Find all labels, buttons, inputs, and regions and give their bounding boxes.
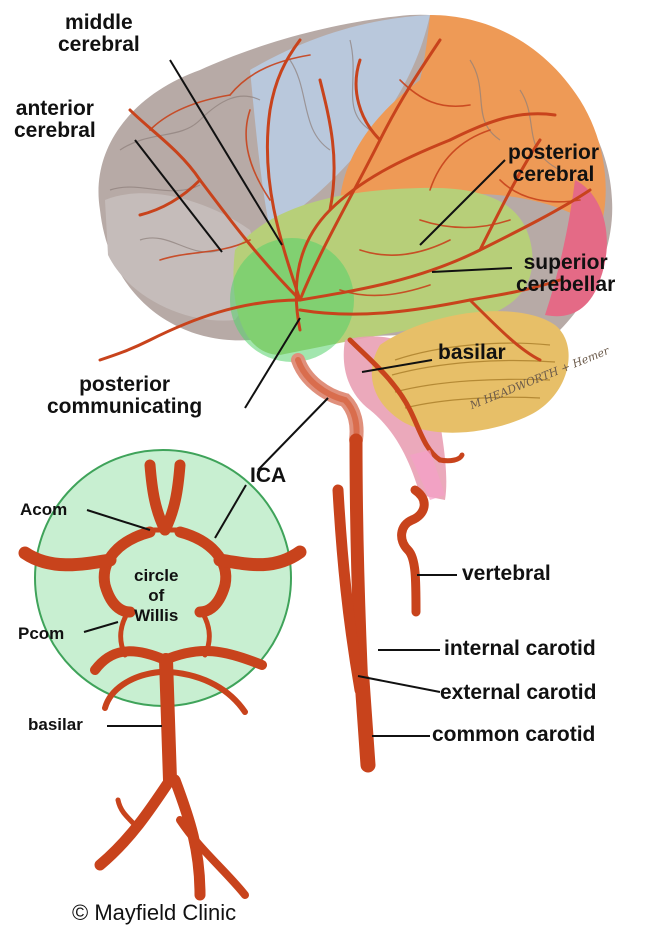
label-line: cerebral xyxy=(14,120,96,142)
label-acom: Acom xyxy=(20,500,67,520)
label-line: anterior xyxy=(14,98,96,120)
label-basilar-top: basilar xyxy=(438,342,506,364)
label-line: cerebellar xyxy=(516,274,615,296)
label-ica: ICA xyxy=(250,465,286,487)
label-basilar-bottom: basilar xyxy=(28,715,83,735)
label-superior-cerebellar: superior cerebellar xyxy=(516,252,615,296)
copyright-credit: © Mayfield Clinic xyxy=(72,900,236,926)
label-posterior-cerebral: posterior cerebral xyxy=(508,142,599,186)
neck-arteries xyxy=(338,440,424,765)
label-middle-cerebral: middle cerebral xyxy=(58,12,140,56)
label-line: cerebral xyxy=(58,34,140,56)
label-line: superior xyxy=(516,252,615,274)
label-pcom: Pcom xyxy=(18,624,64,644)
label-external-carotid: external carotid xyxy=(440,682,596,704)
label-circle-of-willis: circle of Willis xyxy=(134,566,178,626)
label-internal-carotid: internal carotid xyxy=(444,638,596,660)
label-line: middle xyxy=(58,12,140,34)
label-line: posterior xyxy=(508,142,599,164)
label-common-carotid: common carotid xyxy=(432,724,595,746)
label-vertebral: vertebral xyxy=(462,563,551,585)
label-line: posterior xyxy=(47,374,202,396)
label-line: cerebral xyxy=(508,164,599,186)
label-anterior-cerebral: anterior cerebral xyxy=(14,98,96,142)
label-line: of xyxy=(134,586,178,606)
label-line: circle xyxy=(134,566,178,586)
label-line: communicating xyxy=(47,396,202,418)
label-line: Willis xyxy=(134,606,178,626)
label-posterior-communicating: posterior communicating xyxy=(47,374,202,418)
